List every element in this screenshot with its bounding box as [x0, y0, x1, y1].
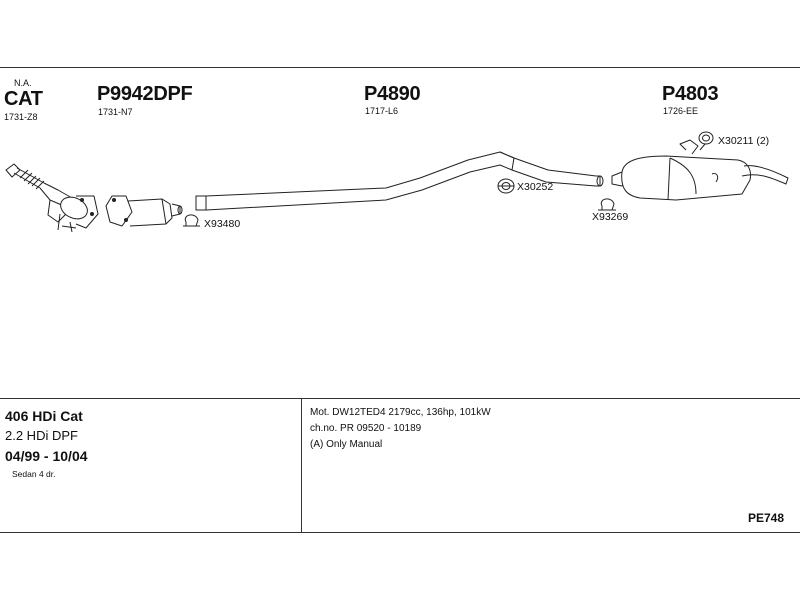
rubber-mount-part-label: X30252 [517, 181, 554, 193]
rear-silencer-code: P4803 [662, 83, 719, 105]
catalytic-converter [5, 163, 99, 233]
mid-pipe-code: P4890 [364, 83, 421, 105]
body-style: Sedan 4 dr. [12, 469, 56, 479]
diesel-particulate-filter [105, 195, 183, 227]
exhaust-diagram [5, 131, 789, 233]
transmission-note: (A) Only Manual [310, 439, 383, 450]
rear-mount-part-label: X30211 (2) [718, 135, 770, 147]
rear-silencer [611, 155, 789, 201]
engine-type: 2.2 HDi DPF [5, 428, 78, 443]
mid-pipe-ref: 1717-L6 [365, 106, 399, 116]
diagram-code: PE748 [748, 511, 785, 525]
motor-spec: Mot. DW12TED4 2179cc, 136hp, 101kW [310, 407, 491, 418]
cat-code: CAT [4, 88, 43, 110]
production-years: 04/99 - 10/04 [5, 448, 88, 464]
clamp-part-label: X93480 [204, 218, 241, 230]
info-divider [0, 398, 800, 399]
cat-prefix-label: N.A. [14, 78, 32, 88]
rear-clamp-part-label: X93269 [592, 211, 629, 223]
dpf-ref: 1731-N7 [98, 107, 133, 117]
middle-pipe [195, 151, 604, 211]
cat-ref: 1731-Z8 [4, 112, 38, 122]
dpf-code: P9942DPF [97, 83, 193, 105]
info-column-divider [301, 398, 302, 533]
vehicle-model: 406 HDi Cat [5, 408, 83, 424]
rear-silencer-ref: 1726-EE [663, 106, 699, 116]
clamp-x93269 [598, 198, 616, 211]
rear-hanger-x30211 [679, 131, 714, 155]
rubber-mount-x30252 [497, 178, 515, 194]
diagram-frame [0, 67, 800, 533]
clamp-x93480 [183, 214, 200, 227]
chassis-number: ch.no. PR 09520 - 10189 [310, 423, 422, 434]
